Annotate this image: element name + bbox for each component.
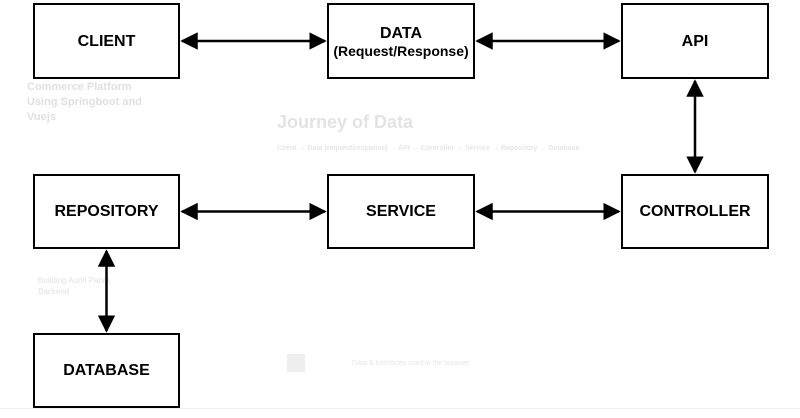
repository-label: REPOSITORY [54,203,159,220]
database-label: DATABASE [63,362,150,379]
data-label: DATA [379,24,423,42]
database-node: DATABASE [33,333,180,408]
controller-label: CONTROLLER [639,203,751,220]
client-node: CLIENT [33,3,180,79]
service-label: SERVICE [366,203,436,220]
data-sublabel: (Request/Response) [333,42,469,59]
data-node: DATA (Request/Response) [327,3,475,79]
api-label: API [681,32,709,50]
background-thumbnail [287,354,305,372]
background-divider [0,408,800,409]
api-node: API [621,3,769,79]
client-label: CLIENT [77,32,136,50]
controller-node: CONTROLLER [621,174,769,249]
repository-node: REPOSITORY [33,174,180,249]
service-node: SERVICE [327,174,475,249]
